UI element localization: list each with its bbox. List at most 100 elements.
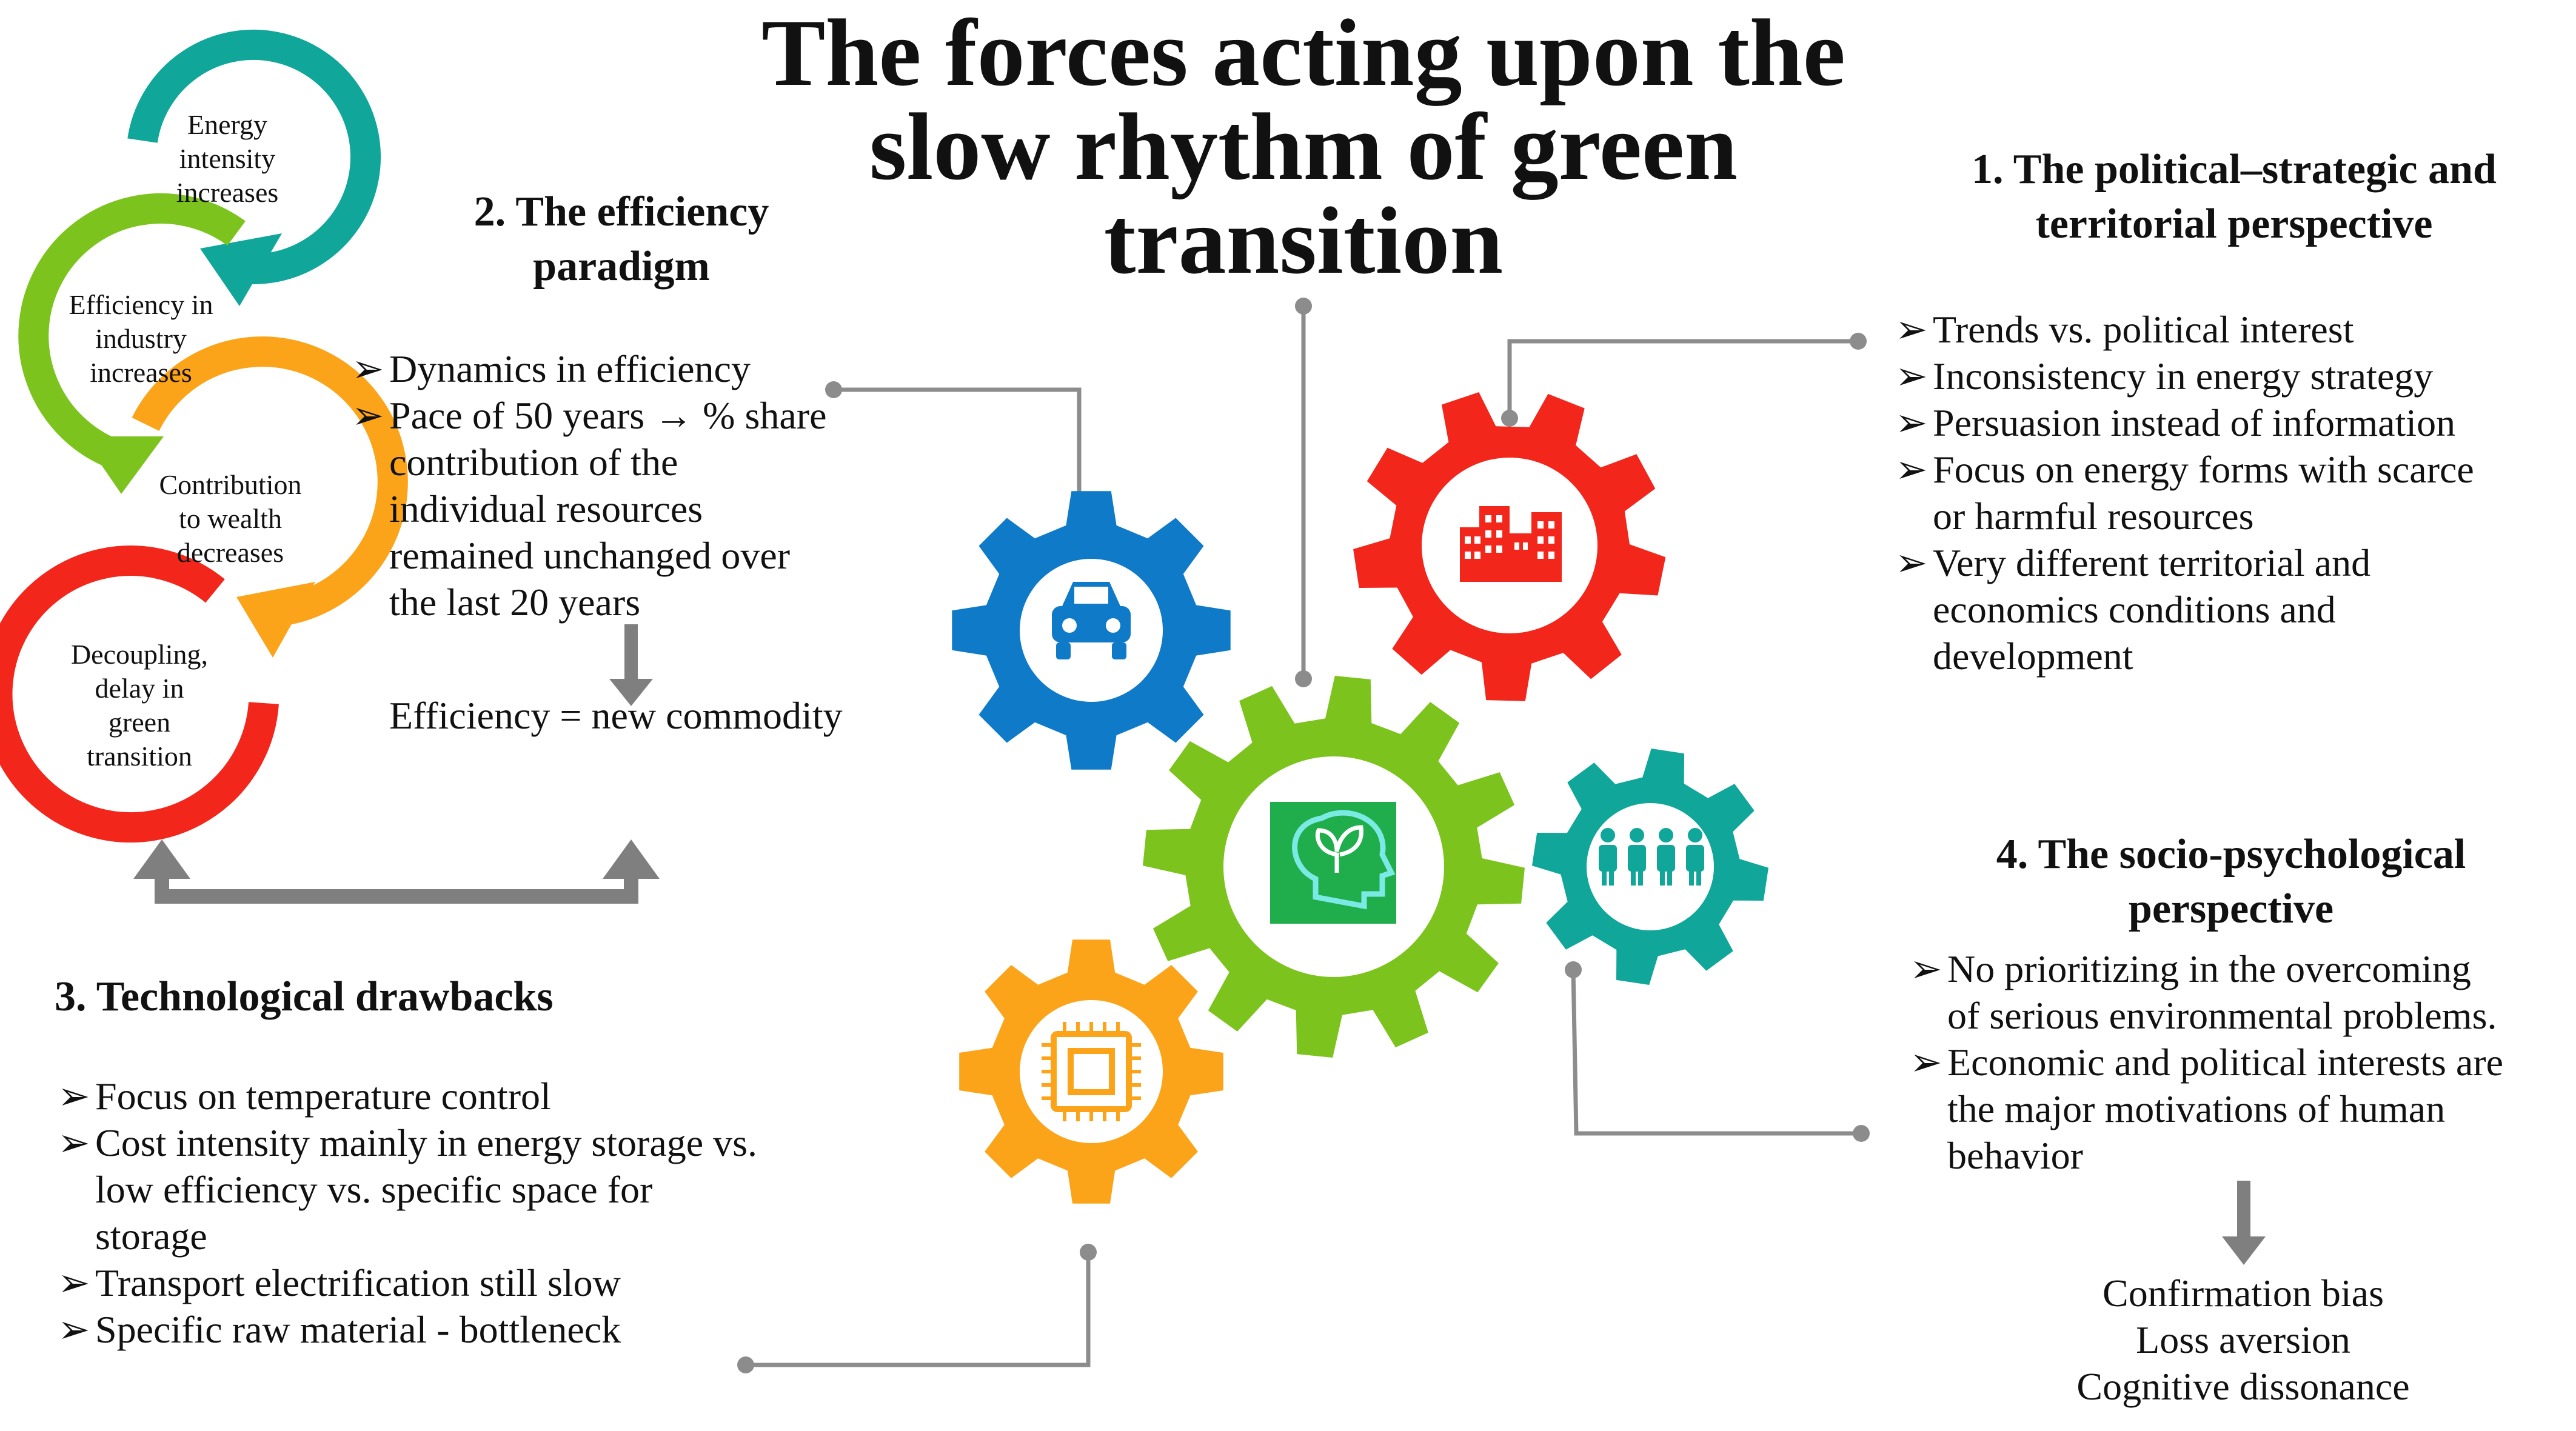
bullet-item: ➢ Specific raw material - bottleneck bbox=[58, 1306, 846, 1353]
city-buildings-icon bbox=[1460, 506, 1562, 582]
bullet-marker: ➢ bbox=[352, 347, 384, 390]
bullet-marker: ➢ bbox=[1895, 355, 1928, 398]
bullet-line: or harmful resources bbox=[1933, 495, 2254, 538]
cycle-arrow-contribution-wealth bbox=[132, 336, 408, 658]
heading-line: territorial perspective bbox=[2035, 201, 2433, 247]
bullet-item: ➢ Persuasion instead of information bbox=[1895, 399, 2556, 446]
bullet-item: ➢ No prioritizing in the overcoming of s… bbox=[1910, 946, 2574, 1039]
bullet-line: of serious environmental problems. bbox=[1947, 994, 2497, 1037]
microchip-icon bbox=[1042, 1022, 1141, 1121]
gear-center bbox=[1143, 676, 1525, 1058]
bullet-line: Pace of 50 years → % share bbox=[389, 394, 827, 437]
cycle-arrow-decoupling bbox=[0, 545, 279, 843]
cycle-label-line: to wealth bbox=[179, 503, 282, 534]
cycle-label-line: intensity bbox=[179, 143, 276, 174]
section-technological-bullets: ➢ Focus on temperature control ➢ Cost in… bbox=[58, 1073, 846, 1353]
people-group-icon bbox=[1599, 828, 1704, 886]
bullet-line: low efficiency vs. specific space for bbox=[95, 1168, 653, 1211]
cycle-label-line: delay in bbox=[95, 673, 184, 704]
cycle-label-contribution-wealth: Contribution to wealth decreases bbox=[130, 468, 330, 570]
bullet-line: remained unchanged over bbox=[389, 534, 791, 577]
connector-political bbox=[1507, 339, 1858, 418]
cycle-label-line: Decoupling, bbox=[70, 639, 209, 670]
bullet-line: No prioritizing in the overcoming bbox=[1947, 947, 2471, 990]
car-icon bbox=[1052, 582, 1131, 659]
result-line: Cognitive dissonance bbox=[2076, 1365, 2410, 1408]
bullet-line: Focus on temperature control bbox=[95, 1075, 551, 1118]
page-title: The forces acting upon the slow rhythm o… bbox=[606, 5, 2001, 294]
cycle-label-line: increases bbox=[176, 177, 279, 208]
section-technological-heading: 3. Technological drawbacks bbox=[55, 973, 554, 1020]
section-efficiency-heading: 2. The efficiency paradigm bbox=[418, 185, 825, 294]
connectors bbox=[746, 306, 1861, 1367]
cycle-label-line: green bbox=[108, 707, 171, 738]
bullet-line: Specific raw material - bottleneck bbox=[95, 1308, 621, 1351]
socio-results: Confirmation bias Loss aversion Cognitiv… bbox=[2001, 1270, 2486, 1410]
bullet-line: the last 20 years bbox=[389, 581, 641, 624]
cycle-arrow-energy-intensity bbox=[127, 29, 381, 306]
result-line: Loss aversion bbox=[2136, 1318, 2350, 1361]
cycle-label-efficiency-industry: Efficiency in industry increases bbox=[42, 288, 239, 390]
connector-socio bbox=[1571, 969, 1861, 1136]
head-leaf-icon bbox=[1270, 802, 1396, 924]
bullet-line: Persuasion instead of information bbox=[1933, 401, 2456, 444]
bullet-line: individual resources bbox=[389, 487, 703, 530]
bullet-line: Focus on energy forms with scarce bbox=[1933, 448, 2474, 491]
heading-line: paradigm bbox=[533, 243, 710, 290]
gear-car bbox=[952, 491, 1231, 770]
bullet-item: ➢ Cost intensity mainly in energy storag… bbox=[58, 1119, 846, 1259]
heading-line: perspective bbox=[2128, 886, 2334, 932]
bullet-item: ➢ Economic and political interests are t… bbox=[1910, 1039, 2574, 1179]
bullet-marker: ➢ bbox=[1895, 401, 1928, 444]
bullet-marker: ➢ bbox=[1895, 448, 1928, 491]
bullet-marker: ➢ bbox=[352, 394, 384, 437]
bullet-item: ➢ Very different territorial and economi… bbox=[1895, 539, 2556, 679]
bullet-line: Dynamics in efficiency bbox=[389, 347, 751, 390]
efficiency-result: Efficiency = new commodity bbox=[389, 694, 843, 737]
bullet-marker: ➢ bbox=[58, 1261, 90, 1304]
bullet-line: behavior bbox=[1947, 1134, 2083, 1177]
connector-efficiency bbox=[834, 387, 1082, 502]
bullet-item: ➢ Focus on temperature control bbox=[58, 1073, 846, 1119]
cycle-label-line: transition bbox=[87, 741, 192, 772]
bullet-item: ➢ Inconsistency in energy strategy bbox=[1895, 353, 2556, 399]
bullet-marker: ➢ bbox=[1910, 1041, 1942, 1084]
bullet-item: ➢ Pace of 50 years → % share contributio… bbox=[352, 392, 885, 625]
section-political-heading: 1. The political–strategic and territori… bbox=[1916, 142, 2552, 252]
bullet-line: storage bbox=[95, 1215, 207, 1258]
cycle-label-line: Contribution bbox=[159, 469, 302, 500]
cycle-label-line: decreases bbox=[176, 537, 284, 568]
bullet-line: contribution of the bbox=[389, 441, 678, 484]
efficiency-cycle bbox=[0, 29, 408, 843]
heading-line: 2. The efficiency bbox=[473, 188, 769, 235]
bullet-marker: ➢ bbox=[1895, 541, 1928, 584]
section-efficiency-bullets: ➢ Dynamics in efficiency ➢ Pace of 50 ye… bbox=[352, 345, 885, 625]
feedback-arrow bbox=[133, 839, 660, 904]
bullet-line: Very different territorial and bbox=[1933, 541, 2371, 584]
gear-city bbox=[1353, 392, 1666, 701]
section-political-bullets: ➢ Trends vs. political interest ➢ Incons… bbox=[1895, 306, 2556, 679]
bullet-marker: ➢ bbox=[58, 1075, 90, 1118]
bullet-line: the major motivations of human bbox=[1947, 1087, 2446, 1130]
bullet-line: economics conditions and bbox=[1933, 588, 2336, 631]
bullet-marker: ➢ bbox=[58, 1121, 90, 1164]
section-socio-bullets: ➢ No prioritizing in the overcoming of s… bbox=[1910, 946, 2574, 1179]
bullet-line: Economic and political interests are bbox=[1947, 1041, 2503, 1084]
result-line: Confirmation bias bbox=[2103, 1272, 2384, 1315]
bullet-item: ➢ Dynamics in efficiency bbox=[352, 345, 885, 392]
heading-line: 4. The socio-psychological bbox=[1996, 831, 2466, 878]
bullet-item: ➢ Trends vs. political interest bbox=[1895, 306, 2556, 353]
bullet-line: Trends vs. political interest bbox=[1933, 308, 2354, 351]
bullet-line: Cost intensity mainly in energy storage … bbox=[95, 1121, 758, 1164]
bullet-marker: ➢ bbox=[1895, 308, 1928, 351]
title-line-3: transition bbox=[1103, 188, 1504, 294]
cycle-label-line: Efficiency in bbox=[69, 289, 213, 320]
heading-line: 1. The political–strategic and bbox=[1972, 146, 2497, 193]
cycle-arrow-efficiency-industry bbox=[18, 193, 246, 494]
bullet-marker: ➢ bbox=[1910, 947, 1942, 990]
down-arrow-efficiency bbox=[609, 624, 653, 706]
bullet-line: Transport electrification still slow bbox=[95, 1261, 621, 1304]
cycle-label-decoupling: Decoupling, delay in green transition bbox=[42, 638, 236, 773]
gear-people bbox=[1532, 749, 1768, 985]
bullet-item: ➢ Focus on energy forms with scarce or h… bbox=[1895, 446, 2556, 539]
